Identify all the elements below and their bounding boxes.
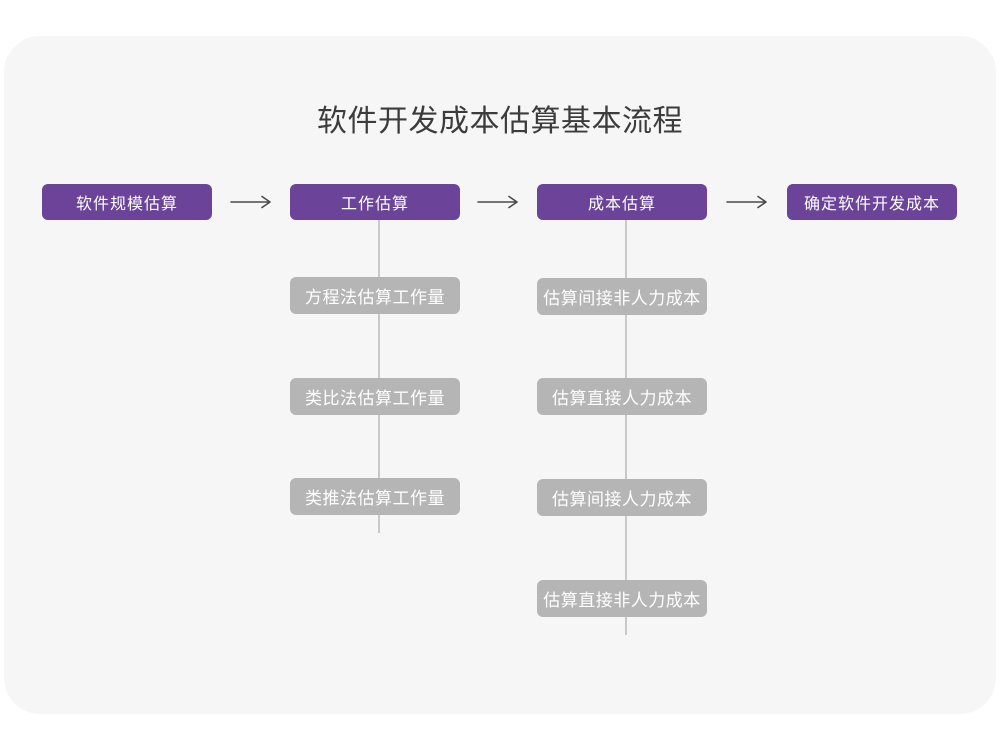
arrow-right-icon: [230, 194, 272, 209]
node-label: 估算直接非人力成本: [543, 591, 701, 611]
node-label: 类推法估算工作量: [305, 489, 445, 509]
arrow-right-icon: [477, 194, 519, 209]
cost-estimation-connector-line: [625, 220, 627, 635]
node-estimate-direct-labor-cost: 估算直接人力成本: [537, 378, 707, 415]
node-extrapolation-method-estimate-workload: 类推法估算工作量: [290, 478, 460, 515]
node-analogy-method-estimate-workload: 类比法估算工作量: [290, 378, 460, 415]
node-label: 估算间接非人力成本: [543, 289, 701, 309]
diagram-title: 软件开发成本估算基本流程: [317, 104, 683, 139]
node-label: 成本估算: [587, 194, 656, 213]
node-label: 估算直接人力成本: [552, 389, 692, 409]
node-estimate-indirect-non-labor-cost: 估算间接非人力成本: [537, 278, 707, 315]
node-determine-software-dev-cost: 确定软件开发成本: [787, 184, 957, 220]
arrow-right-icon: [726, 194, 768, 209]
node-label: 工作估算: [340, 194, 409, 213]
node-label: 估算间接人力成本: [552, 490, 692, 510]
node-estimate-indirect-labor-cost: 估算间接人力成本: [537, 479, 707, 516]
node-cost-estimation: 成本估算: [537, 184, 707, 220]
node-label: 方程法估算工作量: [305, 288, 445, 308]
node-software-scale-estimation: 软件规模估算: [42, 184, 212, 220]
node-estimate-direct-non-labor-cost: 估算直接非人力成本: [537, 580, 707, 617]
work-estimation-connector-line: [378, 220, 380, 533]
node-label: 软件规模估算: [75, 194, 178, 213]
node-label: 确定软件开发成本: [803, 194, 940, 213]
node-label: 类比法估算工作量: [305, 389, 445, 409]
node-equation-method-estimate-workload: 方程法估算工作量: [290, 277, 460, 314]
node-work-estimation: 工作估算: [290, 184, 460, 220]
flowchart-card: 软件开发成本估算基本流程 软件规模估算 工作估算 成本估算: [4, 36, 996, 714]
